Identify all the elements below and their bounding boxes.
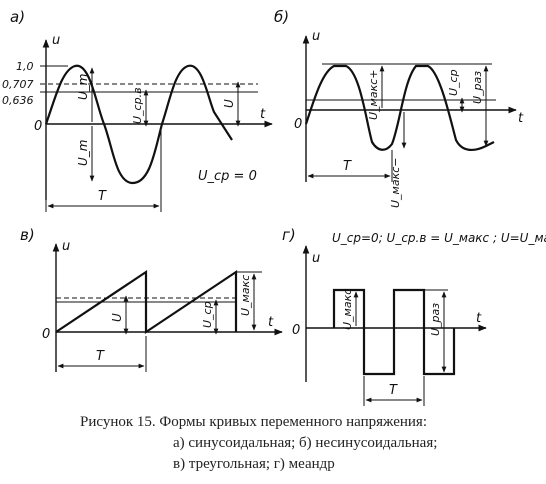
panel-a-sine-curve	[44, 64, 233, 185]
panel-a-period-label: T	[98, 189, 107, 204]
panel-a-sinusoidal	[40, 39, 273, 212]
panel-a-tick-1: 1,0	[16, 60, 34, 73]
panel-a-tick-0707: 0,707	[2, 78, 34, 91]
caption-line-vg: в) треугольная; г) меандр	[173, 456, 335, 472]
panel-b-origin: 0	[294, 117, 302, 132]
panel-b-u-axis-label: u	[312, 29, 320, 44]
panel-g-meander	[302, 245, 487, 406]
panel-b-letter: б)	[274, 8, 289, 26]
panel-v-origin: 0	[42, 327, 50, 342]
panel-v-t-axis-label: t	[268, 315, 274, 330]
caption-line-ab: а) синусоидальная; б) несинусоидальная;	[173, 435, 438, 451]
panel-a-um-bottom-label: U_m	[76, 140, 90, 166]
panel-a-tick-0636: 0,636	[2, 94, 34, 107]
panel-g-u-axis-label: u	[312, 251, 320, 266]
panel-b-umax-plus-label: U_макс+	[367, 70, 380, 121]
panel-v-triangle-wave	[55, 269, 238, 335]
panel-v-triangular	[52, 243, 283, 372]
panel-b-nonsinusoidal	[302, 35, 517, 182]
panel-b-umax-minus-label: U_макс−	[389, 158, 402, 209]
panel-b-uraz-label: U_раз	[471, 71, 484, 104]
panel-a-um-top-label: U_m	[76, 74, 90, 100]
panel-v-umax-label: U_макс	[239, 275, 252, 316]
panel-g-square-wave	[332, 288, 456, 376]
panel-a-t-axis-label: t	[260, 107, 266, 122]
panel-v-letter: в)	[20, 226, 35, 244]
panel-a-letter: а)	[10, 8, 25, 26]
panel-b-period-label: T	[343, 159, 352, 174]
panel-v-u-axis-label: u	[62, 239, 70, 254]
panel-b-ucp-label: U_ср	[447, 69, 460, 96]
panel-g-header: U_ср=0; U_ср.в = U_макс ; U=U_макс	[332, 231, 546, 245]
panel-a-origin: 0	[34, 119, 42, 134]
panel-g-origin: 0	[292, 323, 300, 338]
panel-v-u-label: U	[110, 313, 124, 322]
panel-v-period-label: T	[96, 349, 105, 364]
panel-a-u-label: U	[222, 99, 236, 108]
panel-b-wave-curve	[304, 64, 495, 152]
panel-g-letter: г)	[282, 226, 296, 244]
panel-a-ucpv-label: U_ср.в	[131, 87, 144, 124]
panel-g-period-label: T	[389, 383, 398, 398]
panel-a-ucp-zero: U_ср = 0	[198, 169, 257, 184]
panel-g-uraz-label: U_раз	[429, 303, 442, 336]
panel-g-t-axis-label: t	[476, 311, 482, 326]
panel-a-u-axis-label: u	[52, 33, 60, 48]
panel-v-ucp-label: U_ср	[201, 301, 214, 328]
panel-b-t-axis-label: t	[518, 111, 524, 126]
panel-g-umax-label: U_макс	[341, 289, 354, 330]
caption-line-title: Рисунок 15. Формы кривых переменного нап…	[80, 414, 427, 430]
